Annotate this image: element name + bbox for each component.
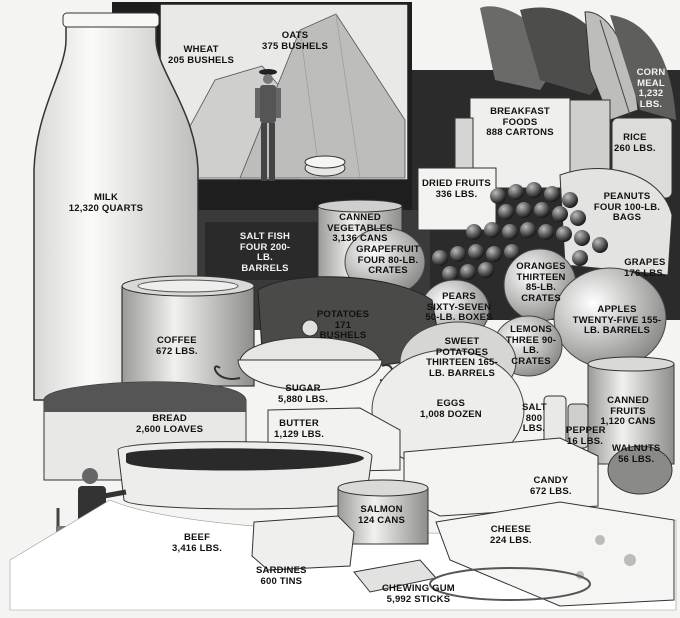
walnut — [607, 445, 673, 495]
cheese-wedge — [435, 501, 675, 607]
sardine-tin — [251, 515, 355, 571]
oats-pile — [239, 13, 406, 179]
dried-fruits-box — [417, 167, 497, 231]
beef-roasting-pan — [117, 441, 373, 510]
peanut-bag — [559, 168, 673, 276]
corn-and-greens — [480, 6, 676, 121]
salt-fish-area — [205, 222, 325, 280]
grapes-bunch — [432, 182, 608, 282]
sugar-bowl — [214, 319, 394, 391]
farmer-figure — [255, 69, 281, 181]
cheese-plate — [429, 567, 591, 601]
salt-shaker — [543, 395, 567, 445]
